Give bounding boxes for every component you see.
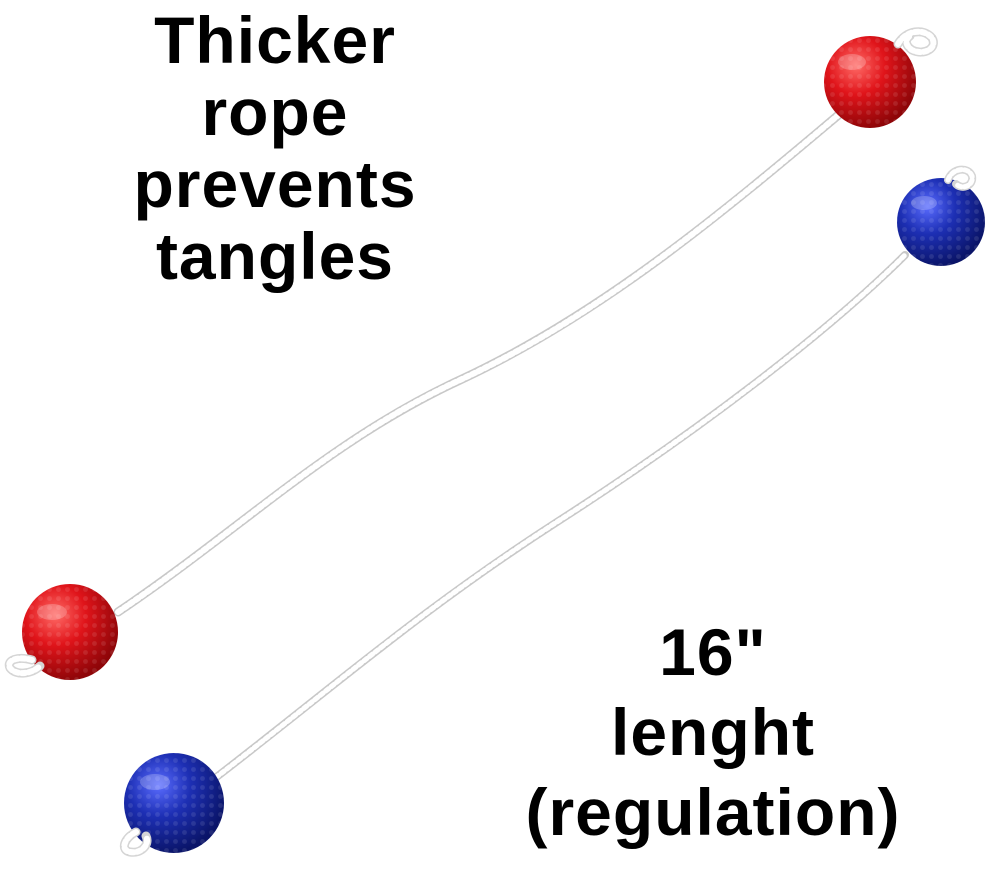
red-rope-knot-bottom — [4, 653, 45, 678]
caption-line: lenght — [611, 695, 815, 769]
blue-ball-top — [897, 178, 985, 266]
blue-ball-bottom — [124, 753, 224, 853]
caption-line: Thicker — [154, 3, 396, 77]
caption-line: rope — [201, 75, 349, 149]
caption-line: tangles — [155, 219, 395, 293]
caption-line: 16" — [659, 615, 767, 689]
caption-thicker-rope: Thicker rope prevents tangles — [90, 4, 460, 292]
blue-bola — [119, 165, 985, 857]
red-rope-knot-top — [893, 27, 938, 57]
blue-rope-knot-bottom — [119, 827, 152, 857]
caption-length: 16" lenght (regulation) — [478, 612, 948, 852]
red-bola — [4, 27, 938, 680]
blue-rope-knot-top — [944, 165, 977, 191]
red-ball-top — [824, 36, 916, 128]
caption-line: prevents — [133, 147, 417, 221]
caption-line: (regulation) — [525, 775, 901, 849]
red-ball-bottom — [22, 584, 118, 680]
